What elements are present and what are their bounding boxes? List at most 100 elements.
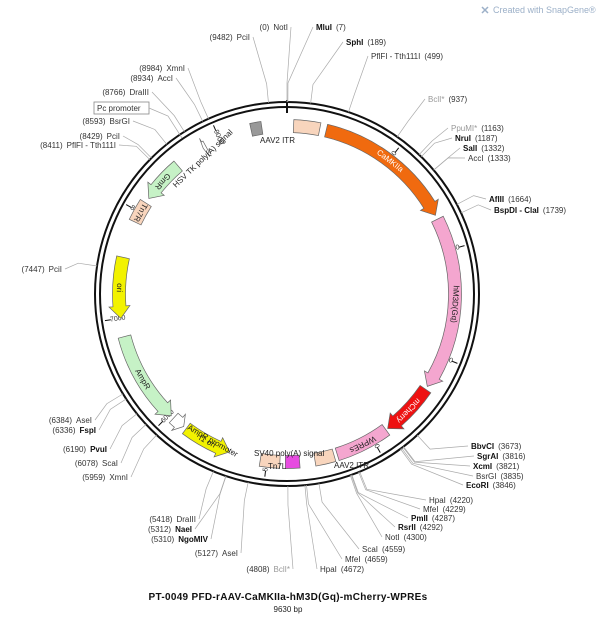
site-name: EcoRI [466, 481, 489, 490]
tick-mark [125, 204, 132, 208]
feature-marker [249, 121, 264, 137]
feature-shape-aav2-itr [313, 448, 337, 467]
site-draiii: DraIII(5418) [149, 515, 196, 524]
site-asei: AseI(6384) [49, 416, 92, 425]
site-leader-line [396, 98, 426, 137]
site-pcii: PciI(9482) [210, 33, 250, 42]
site-naei: NaeI(5312) [148, 525, 192, 534]
feature-shape-tn7l [258, 453, 281, 469]
feature-shape-marker [249, 121, 264, 137]
site-name: XmnI [109, 473, 128, 482]
label-aav2-itr-right: AAV2 ITR [334, 461, 369, 470]
site-name: XmnI [166, 64, 185, 73]
site-leader-line [421, 137, 453, 158]
pc-promoter-tag: Pc promoter [93, 101, 183, 139]
site-leader-line [286, 26, 292, 102]
site-name: BsrGI [110, 117, 130, 126]
site-position: (3673) [498, 442, 521, 451]
tick-mark [394, 147, 400, 153]
site-pmli: PmlI(4287) [411, 514, 455, 523]
site-leader-line [310, 41, 344, 104]
feature-shape-f1-ori [181, 422, 231, 458]
site-leader-line [198, 471, 214, 520]
feature-shape-ori [108, 255, 131, 319]
feature-shape-ampr [117, 334, 172, 417]
site-position: (6336) [52, 426, 75, 435]
site-name: HpaI [429, 496, 446, 505]
site-leader-line [98, 398, 127, 431]
site-name: BbvCI [471, 442, 494, 451]
site-leader-line [252, 36, 269, 103]
site-leader-line [151, 91, 185, 132]
map-size: 9630 bp [274, 605, 303, 614]
site-aflii: AflII (1664) [489, 195, 532, 204]
site-name: NruI [455, 134, 471, 143]
tick-mark [213, 125, 217, 132]
site-leader-line [402, 446, 471, 467]
feature-shape-camkiia [324, 123, 439, 216]
tick-mark [451, 360, 458, 364]
site-bcli-: BclI*(4808) [246, 565, 290, 574]
feature-ampr-promoter [168, 412, 186, 432]
site-pcii: PciI(8429) [80, 132, 120, 141]
site-leaders [64, 26, 492, 570]
site-position: (4659) [365, 555, 388, 564]
site-leader-line [400, 448, 464, 486]
site-position: (5418) [149, 515, 172, 524]
site-leader-line [456, 195, 487, 205]
tick-mark [104, 319, 111, 322]
site-pflfi-tth111i: PflFI - Tth111I(8411) [40, 141, 116, 150]
site-position: (1187) [475, 134, 498, 143]
site-position: (0) [260, 23, 270, 32]
site-name: PflFI - Tth111I [371, 52, 420, 61]
site-position: (3816) [502, 452, 525, 461]
external-feature-labels: AAV2 ITR AAV2 ITR SV40 poly(A) signal Tn… [171, 128, 369, 471]
restriction-sites: PciI(9482)NotI(0)MluI(7)SphI(189)PflFI -… [22, 23, 567, 574]
site-bspdi-clai: BspDI - ClaI(1739) [494, 206, 566, 215]
tick-mark [264, 470, 267, 477]
site-position: (4672) [341, 565, 364, 574]
site-name: MfeI [345, 555, 361, 564]
site-mfei: MfeI(4229) [423, 505, 466, 514]
site-position: (6384) [49, 416, 72, 425]
site-nrui: NruI (1187) [455, 134, 498, 143]
site-position: (6078) [75, 459, 98, 468]
feature-shape-tn7r [128, 198, 152, 226]
site-position: (4220) [450, 496, 473, 505]
site-leader-line [132, 120, 168, 145]
site-position: (5310) [151, 535, 174, 544]
feature-ori: ori [108, 255, 131, 319]
site-leader-line [350, 474, 396, 528]
feature-shape-aav2-itr [292, 119, 322, 136]
site-leader-line [358, 472, 421, 510]
site-leader-line [94, 393, 124, 421]
site-position: (6190) [63, 445, 86, 454]
site-position: (3821) [496, 462, 519, 471]
snapgene-watermark: Created with SnapGene® [481, 5, 596, 15]
site-name: AflII [489, 195, 504, 204]
site-ngomiv: NgoMIV (5310) [151, 535, 209, 544]
site-position: (1664) [508, 195, 531, 204]
site-name: HpaI [320, 565, 337, 574]
site-name: XcmI [473, 462, 492, 471]
feature-shape-ampr-promoter [168, 412, 186, 432]
feature-aav2-itr [292, 119, 322, 136]
site-leader-line [130, 434, 157, 478]
site-leader-line [349, 475, 383, 538]
tick-mark [376, 447, 381, 453]
tick-mark [158, 421, 164, 427]
label-sv40-polya: SV40 poly(A) signal [254, 449, 324, 458]
tick-mark [458, 245, 465, 248]
site-position: (8984) [139, 64, 162, 73]
site-name: NgoMIV [178, 535, 208, 544]
site-leader-line [433, 157, 466, 171]
site-noti: NotI(4300) [385, 533, 427, 542]
feature-shape-hm3d-gq [423, 215, 462, 387]
site-hpai: HpaI (4220) [429, 496, 473, 505]
site-scai: ScaI(6078) [75, 459, 118, 468]
site-position: (8593) [82, 117, 105, 126]
feature-ampr: AmpR [117, 334, 172, 417]
site-position: (189) [367, 38, 386, 47]
site-leader-line [194, 475, 227, 530]
